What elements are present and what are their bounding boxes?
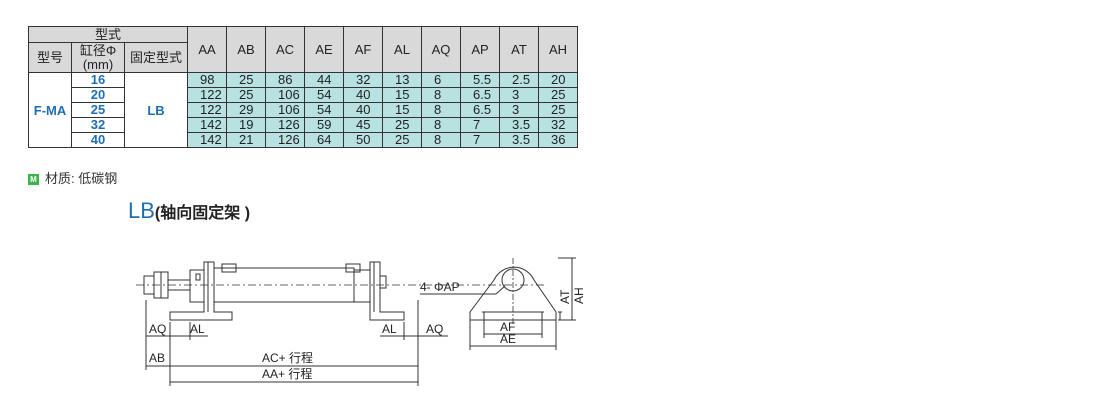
value-cell-ah: 36 — [538, 132, 578, 148]
right-bracket — [369, 261, 405, 321]
value-cell-aq: 8 — [421, 132, 461, 148]
value-cell-at: 3.5 — [499, 132, 539, 148]
material-note: M 材质: 低碳钢 — [28, 168, 117, 187]
dim-AQ-left: AQ — [149, 322, 166, 336]
value-cell-ac: 126 — [265, 132, 305, 148]
diameter-cell: 40 — [71, 132, 125, 148]
value-cell-aa: 142 — [187, 117, 227, 133]
section-title: LB(轴向固定架 ) — [128, 198, 250, 224]
mount-cell: LB — [124, 72, 188, 148]
value-cell-al: 15 — [382, 102, 422, 118]
model-cell: F-MA — [28, 72, 72, 148]
dim-AE: AE — [500, 332, 516, 346]
left-bracket — [169, 261, 233, 321]
value-cell-al: 25 — [382, 132, 422, 148]
section-title-main: LB — [128, 198, 155, 223]
material-label: 材质: 低碳钢 — [45, 171, 118, 186]
col-header-AH: AH — [538, 26, 578, 73]
value-cell-aq: 8 — [421, 102, 461, 118]
value-cell-ah: 20 — [538, 72, 578, 88]
value-cell-af: 40 — [343, 102, 383, 118]
value-cell-aa: 98 — [187, 72, 227, 88]
value-cell-ap: 5.5 — [460, 72, 500, 88]
value-cell-ab: 25 — [226, 72, 266, 88]
dim-AL-left: AL — [190, 322, 205, 336]
col-header-AB: AB — [226, 26, 266, 73]
value-cell-at: 2.5 — [499, 72, 539, 88]
value-cell-af: 40 — [343, 87, 383, 103]
header-mount: 固定型式 — [124, 42, 188, 73]
header-diameter-line2: (mm) — [82, 56, 114, 72]
col-header-AC: AC — [265, 26, 305, 73]
dim-AH: AH — [572, 287, 586, 304]
col-header-AQ: AQ — [421, 26, 461, 73]
value-cell-aa: 122 — [187, 87, 227, 103]
header-diameter-line1: 缸径Φ — [79, 42, 117, 58]
header-diameter: 缸径Φ (mm) — [71, 42, 125, 73]
col-header-AF: AF — [343, 26, 383, 73]
value-cell-ae: 59 — [304, 117, 344, 133]
dim-AA: AA+ 行程 — [262, 366, 312, 381]
value-cell-ae: 54 — [304, 87, 344, 103]
dim-AC: AC+ 行程 — [262, 350, 313, 365]
dim-AF: AF — [500, 320, 515, 334]
dim-AB: AB — [149, 351, 165, 365]
value-cell-al: 25 — [382, 117, 422, 133]
value-cell-ap: 7 — [460, 132, 500, 148]
col-header-AL: AL — [382, 26, 422, 73]
value-cell-aa: 142 — [187, 132, 227, 148]
value-cell-ap: 7 — [460, 117, 500, 133]
dim-AQ-right: AQ — [426, 322, 443, 336]
dim-AT: AT — [558, 289, 572, 304]
section-title-sub: (轴向固定架 ) — [154, 205, 251, 222]
side-view-bracket — [469, 266, 557, 321]
dim-AL-right: AL — [382, 322, 397, 336]
value-cell-ab: 21 — [226, 132, 266, 148]
header-group: 型式 — [28, 26, 188, 43]
header-model: 型号 — [28, 42, 72, 73]
material-icon: M — [28, 174, 39, 185]
col-header-AE: AE — [304, 26, 344, 73]
value-cell-ah: 32 — [538, 117, 578, 133]
value-cell-ac: 86 — [265, 72, 305, 88]
value-cell-ab: 19 — [226, 117, 266, 133]
value-cell-ae: 54 — [304, 102, 344, 118]
value-cell-aa: 122 — [187, 102, 227, 118]
col-header-AP: AP — [460, 26, 500, 73]
spec-table: 型式 AA AB AC AE AF AL AQ AP AT AH 型号 缸径Φ … — [28, 26, 578, 148]
value-cell-af: 50 — [343, 132, 383, 148]
col-header-AT: AT — [499, 26, 539, 73]
dim-hole: 4- ΦAP — [420, 280, 460, 294]
value-cell-ae: 64 — [304, 132, 344, 148]
value-cell-aq: 8 — [421, 87, 461, 103]
